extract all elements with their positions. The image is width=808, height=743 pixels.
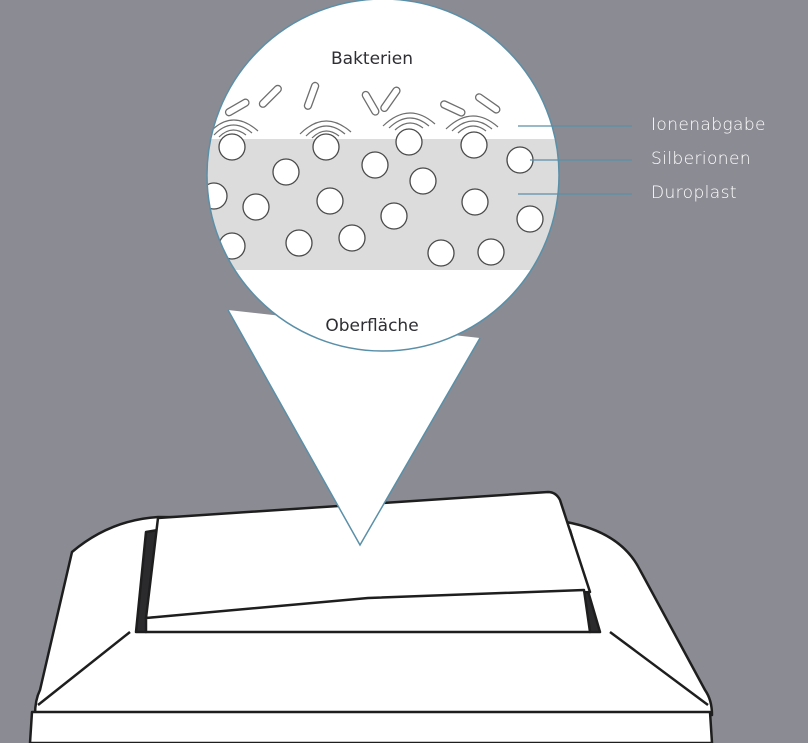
legend-duroplast: Duroplast xyxy=(651,183,737,203)
label-surface: Oberfläche xyxy=(325,316,419,336)
seat-corner-line-left xyxy=(37,631,131,706)
magnifier-lens xyxy=(206,0,560,352)
lid-top xyxy=(144,490,592,620)
silver-ion xyxy=(312,133,340,161)
silver-ion xyxy=(477,238,505,266)
silver-ion xyxy=(427,239,455,267)
silver-ion xyxy=(516,205,544,233)
silver-ion xyxy=(272,158,300,186)
legend-ion-release: Ionenabgabe xyxy=(651,115,766,135)
bacterium xyxy=(440,100,466,117)
silver-ion xyxy=(218,232,246,260)
silver-ion xyxy=(361,151,389,179)
seat-front-panel xyxy=(28,710,714,743)
bacterium xyxy=(258,84,282,108)
silver-ion xyxy=(218,133,246,161)
seat-corner-line-right xyxy=(609,630,709,707)
bacterium xyxy=(361,90,380,116)
silver-ion xyxy=(460,131,488,159)
silver-ion xyxy=(461,188,489,216)
magnifier-rim xyxy=(206,0,560,352)
silver-ion xyxy=(207,182,228,210)
silver-ion xyxy=(409,167,437,195)
silver-ion xyxy=(380,202,408,230)
bacterium xyxy=(380,86,401,113)
silver-ion xyxy=(285,229,313,257)
bacteria-group xyxy=(224,81,501,117)
silver-ion xyxy=(242,193,270,221)
silver-ion xyxy=(395,128,423,156)
label-bacteria: Bakterien xyxy=(331,49,413,69)
silver-ion xyxy=(316,187,344,215)
lid-front xyxy=(144,588,592,634)
bacterium xyxy=(474,93,501,114)
bacterium xyxy=(303,81,320,110)
silver-ion xyxy=(338,224,366,252)
leader-lines xyxy=(518,125,632,195)
toilet-seat-illustration xyxy=(28,490,714,743)
silver-ion xyxy=(506,146,534,174)
legend-silver-ions: Silberionen xyxy=(651,149,752,169)
magnifier-pointer xyxy=(227,309,481,547)
bacterium xyxy=(224,98,250,117)
